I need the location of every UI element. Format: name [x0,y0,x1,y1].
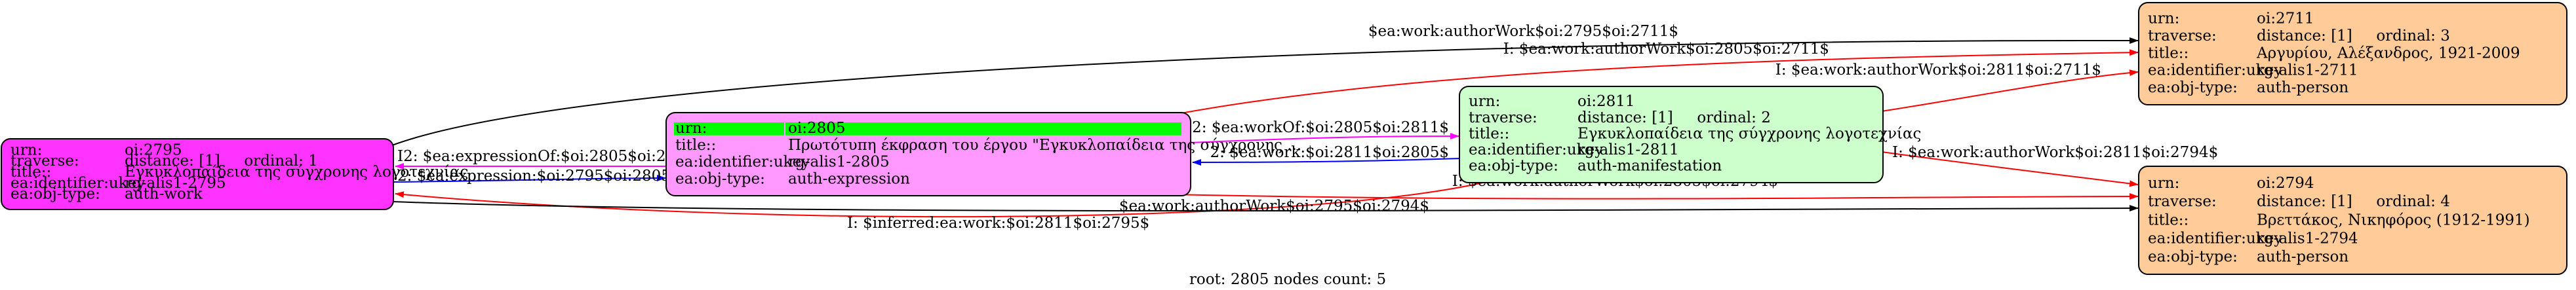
edge-labels: $ea:work:authorWork$oi:2795$oi:2711$I: $… [397,23,2218,232]
node-expression-key-1: title:: [675,137,716,154]
node-person2-key-4: ea:obj-type: [2148,249,2238,266]
node-manifestation-key-1: traverse: [1469,109,1537,126]
node-person2-value-2: Βρεττάκος, Νικηφόρος (1912-1991) [2257,211,2530,228]
nodes: urn: oi:2795 traverse: distance: [1] ordina… [1,2,2567,275]
node-person2-key-1: traverse: [2148,193,2217,210]
edge-authorwork-2795-2794-label: $ea:work:authorWork$oi:2795$oi:2794$ [1119,198,1429,215]
node-person2-value-3: rg-alis1-2794 [2257,230,2358,247]
node-work[interactable]: urn: oi:2795 traverse: distance: [1] ordina… [1,138,468,210]
edge-authorwork-2795-2711[interactable] [391,37,2139,146]
node-person1-value-3: rg-alis1-2711 [2257,62,2358,79]
node-manifestation-value-0: oi:2811 [1577,93,1635,110]
node-work-value-3: rg-alis1-2795 [125,175,226,192]
node-person1-key-3: ea:identifier:ukey [2148,62,2282,79]
edge-expression-2795-2805-label: 2: $ea:expression:$oi:2795$oi:2805$ [397,168,681,185]
node-person2-value-1: distance: [1] ordinal: 4 [2257,193,2450,210]
node-work-value-0: oi:2795 [125,141,182,158]
node-person1-value-2: Αργυρίου, Αλέξανδρος, 1921-2009 [2256,45,2520,62]
edge-authorwork-2811-2794-label: I: $ea:work:authorWork$oi:2811$oi:2794$ [1892,144,2218,161]
edge-authorwork-2805-2711[interactable] [1177,49,2139,115]
node-person2-key-2: title:: [2148,211,2189,228]
node-manifestation-box [1459,86,1884,183]
root-highlight-value [785,122,1181,136]
node-person2-value-4: auth-person [2257,249,2348,266]
node-expression-value-2: rg-alis1-2805 [788,154,890,171]
node-manifestation-key-0: urn: [1469,93,1500,110]
node-person1-key-1: traverse: [2148,27,2217,45]
edge-inferred-work-2811-2795-label: I: $inferred:ea:work:$oi:2811$oi:2795$ [847,215,1149,232]
node-manifestation-value-1: distance: [1] ordinal: 2 [1577,109,1771,126]
node-expression-key-3: ea:obj-type: [675,170,765,187]
node-person1[interactable]: urn: oi:2711 traverse: distance: [1] ordina… [2138,2,2567,105]
edge-authorwork-2795-2711-label: $ea:work:authorWork$oi:2795$oi:2711$ [1368,23,1678,40]
edge-authorwork-2805-2711-label: I: $ea:work:authorWork$oi:2805$oi:2711$ [1503,41,1829,58]
node-manifestation-value-2: Εγκυκλοπαίδεια της σύγχρονης λογοτεχνίας [1577,125,1921,142]
edge-authorwork-2805-2794[interactable] [1170,193,2139,200]
node-person1-value-1: distance: [1] ordinal: 3 [2257,27,2450,45]
edge-authorwork-2811-2794[interactable] [1881,151,2139,187]
node-work-key-0: urn: [10,141,42,158]
node-expression-key-2: ea:identifier:ukey [675,154,810,171]
node-person2-key-3: ea:identifier:ukey [2148,230,2282,247]
node-work-box [1,138,394,210]
node-work-value-4: auth-work [125,186,203,203]
node-manifestation-key-4: ea:obj-type: [1469,158,1558,175]
node-person1-key-0: urn: [2148,10,2179,27]
footer-caption: root: 2805 nodes count: 5 [1189,271,1386,288]
node-person2[interactable]: urn: oi:2794 traverse: distance: [1] ordina… [2138,166,2567,275]
edge-workof-2805-2811-label: I2: $ea:workOf:$oi:2805$oi:2811$ [1186,119,1449,136]
node-work-value-1: distance: [1] ordinal: 1 [125,153,318,170]
edge-workof-2805-2811[interactable] [1189,133,1459,143]
node-work-key-1: traverse: [10,153,79,170]
node-person1-value-4: auth-person [2257,79,2348,96]
node-person2-key-0: urn: [2148,175,2179,192]
node-expression-value-1: Πρωτότυπη έκφραση του έργου "Εγκυκλοπαίδ… [788,137,1301,154]
node-person1-key-2: title:: [2148,45,2189,62]
node-expression-key-0: urn: [675,120,707,137]
edge-work-2811-2805[interactable] [1192,158,1461,166]
root-highlight-key [674,122,784,136]
edge-authorwork-2811-2711[interactable] [1881,69,2139,112]
edge-authorwork-2795-2794[interactable] [391,201,2139,212]
node-person1-box [2138,2,2567,105]
edge-authorwork-2811-2711-label: I: $ea:work:authorWork$oi:2811$oi:2711$ [1775,62,2101,79]
node-person1-value-0: oi:2711 [2257,10,2314,27]
node-work-key-4: ea:obj-type: [10,186,100,203]
edges [391,37,2139,218]
node-person2-value-0: oi:2794 [2257,175,2314,192]
node-manifestation-value-4: auth-manifestation [1577,158,1722,175]
node-work-key-2: title:: [10,164,51,181]
node-work-value-2: Εγκυκλοπαίδεια της σύγχρονης λογοτεχνίας [125,164,468,181]
node-person1-key-4: ea:obj-type: [2148,79,2238,96]
edge-work-2811-2805-label: 2: $ea:work:$oi:2811$oi:2805$ [1210,144,1450,161]
node-work-key-3: ea:identifier:ukey [10,175,145,192]
node-expression-value-0: oi:2805 [788,120,846,137]
edge-expressionof-2805-2795-label: I2: $ea:expressionOf:$oi:2805$oi:2795$ [397,148,704,165]
node-manifestation-key-2: title:: [1469,125,1509,142]
node-person2-box [2138,166,2567,275]
node-manifestation[interactable]: urn: oi:2811 traverse: distance: [1] ordina… [1459,86,1921,183]
edge-expression-2795-2805[interactable] [391,175,666,183]
node-manifestation-value-3: rg-alis1-2811 [1577,141,1679,158]
node-expression-value-3: auth-expression [788,170,910,187]
node-manifestation-key-3: ea:identifier:ukey [1469,141,1603,158]
